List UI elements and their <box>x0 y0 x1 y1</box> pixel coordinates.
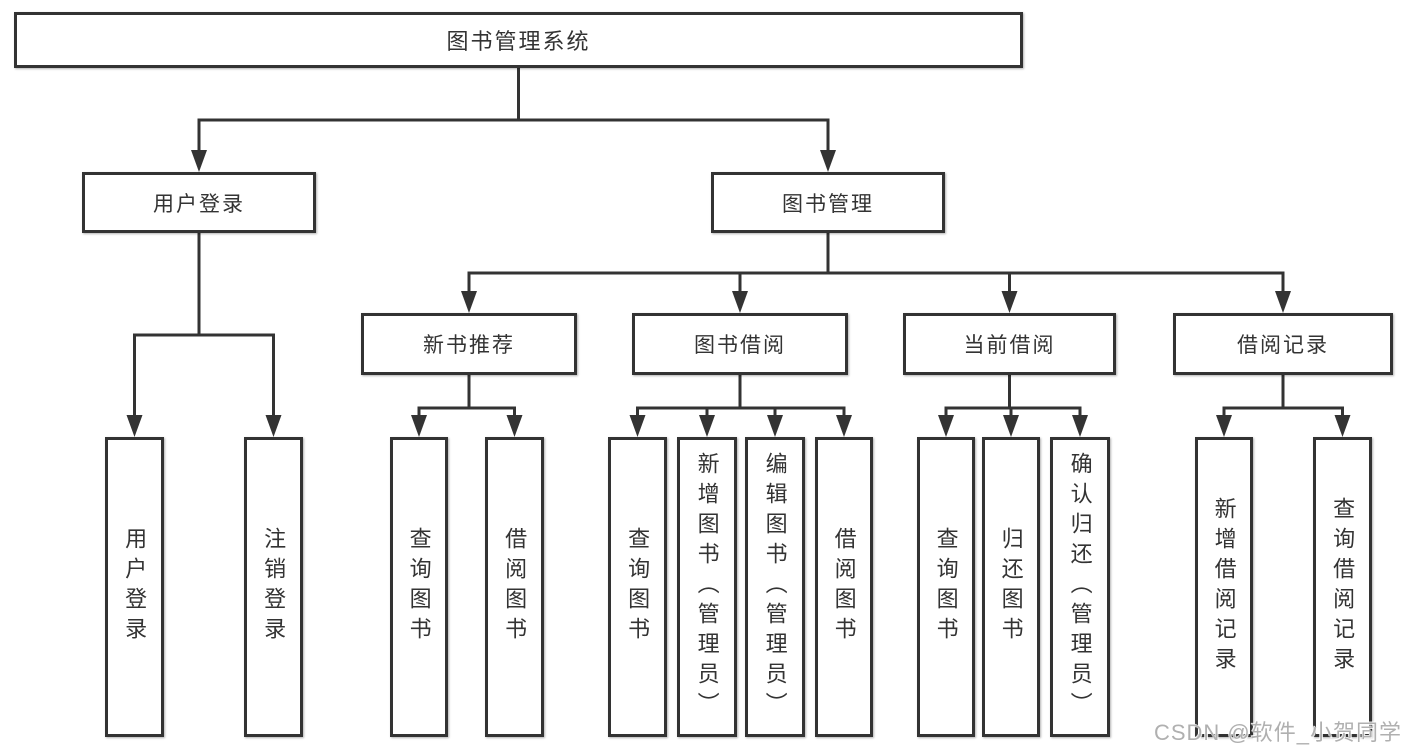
node-book-borrow: 图书借阅 <box>632 313 848 375</box>
leaf-label: 注销登录 <box>261 527 287 647</box>
leaf-label: 查询图书 <box>933 527 959 647</box>
leaf-logout: 注销登录 <box>244 437 303 737</box>
node-new-book-recommend: 新书推荐 <box>361 313 577 375</box>
leaf-label: 确认归还（管理员） <box>1067 452 1093 722</box>
connector-root-to-level2 <box>191 67 836 172</box>
connector-book-mgmt-to-level3 <box>461 232 1291 313</box>
node-label: 图书借阅 <box>694 334 786 357</box>
leaf-label: 新增图书（管理员） <box>694 452 720 722</box>
leaf-borrow-books: 借阅图书 <box>815 437 873 737</box>
node-library-system: 图书管理系统 <box>14 12 1023 68</box>
node-label: 图书管理系统 <box>446 29 591 54</box>
node-borrow-records: 借阅记录 <box>1173 313 1393 375</box>
node-label: 图书管理 <box>782 192 874 216</box>
leaf-label: 归还图书 <box>998 527 1024 647</box>
leaf-label: 查询借阅记录 <box>1330 497 1356 677</box>
node-label: 当前借阅 <box>963 334 1056 357</box>
leaf-label: 编辑图书（管理员） <box>762 452 788 722</box>
leaf-user-login: 用户登录 <box>105 437 164 737</box>
connector-borrow-records-children <box>1216 374 1351 437</box>
node-user-login: 用户登录 <box>82 172 316 233</box>
leaf-add-borrow-record: 新增借阅记录 <box>1195 437 1253 737</box>
node-current-borrow: 当前借阅 <box>903 313 1116 375</box>
connector-user-login-children <box>126 232 282 437</box>
leaf-confirm-return-admin: 确认归还（管理员） <box>1050 437 1110 737</box>
leaf-return-books: 归还图书 <box>982 437 1040 737</box>
csdn-watermark: CSDN @软件_小贺同学 <box>1153 720 1402 745</box>
node-book-mgmt: 图书管理 <box>711 172 945 233</box>
leaf-add-books-admin: 新增图书（管理员） <box>677 437 737 737</box>
leaf-query-books-recommend: 查询图书 <box>390 437 448 737</box>
connector-current-borrow-children <box>938 374 1088 437</box>
leaf-query-books-current: 查询图书 <box>917 437 975 737</box>
leaf-label: 借阅图书 <box>502 527 528 647</box>
leaf-label: 新增借阅记录 <box>1211 497 1237 677</box>
leaf-edit-books-admin: 编辑图书（管理员） <box>745 437 805 737</box>
node-label: 新书推荐 <box>423 334 515 357</box>
node-label: 借阅记录 <box>1237 334 1329 357</box>
connector-new-book-children <box>411 374 523 437</box>
leaf-borrow-books-recommend: 借阅图书 <box>485 437 544 737</box>
leaf-label: 用户登录 <box>122 527 148 647</box>
node-label: 用户登录 <box>153 192 245 216</box>
leaf-label: 借阅图书 <box>831 527 857 647</box>
leaf-label: 查询图书 <box>406 527 432 647</box>
connector-book-borrow-children <box>629 374 852 437</box>
leaf-query-books-borrow: 查询图书 <box>608 437 667 737</box>
leaf-label: 查询图书 <box>625 527 651 647</box>
leaf-query-borrow-record: 查询借阅记录 <box>1313 437 1372 737</box>
